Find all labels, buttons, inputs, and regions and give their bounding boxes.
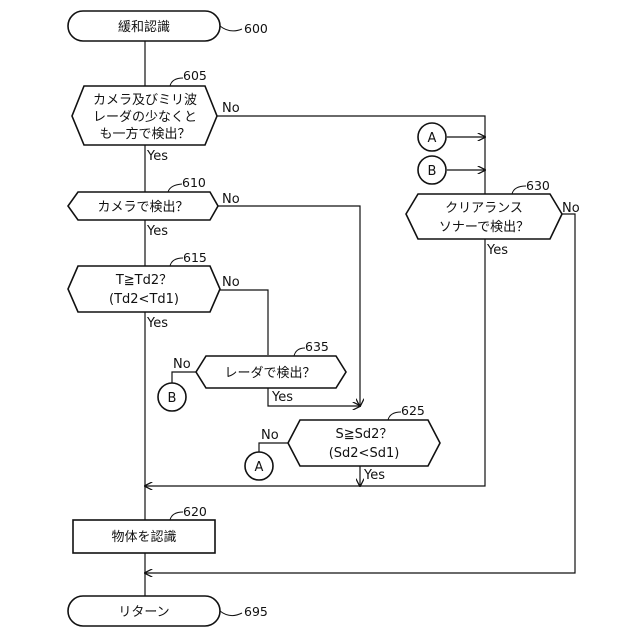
ref-615: 615 <box>183 250 207 265</box>
svg-text:B: B <box>168 391 177 406</box>
end-terminal: リターン 695 <box>68 596 268 626</box>
connector-a-bottom: A <box>245 452 273 480</box>
svg-text:A: A <box>255 460 264 475</box>
d615-yes: Yes <box>146 316 168 331</box>
d615-line2: (Td2<Td1) <box>109 292 179 307</box>
d630-line1: クリアランス <box>445 201 523 216</box>
d625-line2: (Sd2<Sd1) <box>329 446 400 461</box>
decision-605: カメラ及びミリ波 レーダの少なくと も一方で検出？ 605 No Yes <box>72 68 240 164</box>
d630-no: No <box>562 201 580 216</box>
d615-no: No <box>222 275 240 290</box>
start-terminal: 緩和認識 600 <box>68 11 268 41</box>
d605-line3: も一方で検出？ <box>99 126 190 142</box>
decision-630: クリアランス ソナーで検出？ 630 No Yes <box>406 178 580 258</box>
decision-635: レーダで検出？ 635 No Yes <box>173 339 346 405</box>
d635-no: No <box>173 357 191 372</box>
decision-610: カメラで検出？ 610 No Yes <box>68 175 240 239</box>
ref-600: 600 <box>244 21 268 36</box>
d630-line2: ソナーで検出？ <box>439 220 529 235</box>
ref-605: 605 <box>183 68 207 83</box>
d615-line1: T≧Td2？ <box>115 273 172 288</box>
connector-b-top: B <box>418 156 446 184</box>
p620-label: 物体を認識 <box>111 529 176 545</box>
d625-yes: Yes <box>363 468 385 483</box>
d605-line2: レーダの少なくと <box>93 110 197 125</box>
d625-line1: S≧Sd2？ <box>336 427 393 442</box>
d610-label: カメラで検出？ <box>97 200 188 215</box>
connector-b-bottom: B <box>158 383 186 411</box>
svg-text:A: A <box>428 131 437 146</box>
d610-yes: Yes <box>146 224 168 239</box>
d610-no: No <box>222 192 240 207</box>
ref-625: 625 <box>401 403 425 418</box>
ref-695: 695 <box>244 604 268 619</box>
d630-yes: Yes <box>486 243 508 258</box>
d605-no: No <box>222 101 240 116</box>
d635-label: レーダで検出？ <box>224 366 315 381</box>
end-label: リターン <box>118 605 169 620</box>
process-620: 物体を認識 620 <box>73 504 215 553</box>
ref-610: 610 <box>182 175 206 190</box>
svg-text:B: B <box>428 164 437 179</box>
d635-yes: Yes <box>271 390 293 405</box>
connector-a-top: A <box>418 123 446 151</box>
decision-615: T≧Td2？ (Td2<Td1) 615 No Yes <box>68 250 240 331</box>
d605-line1: カメラ及びミリ波 <box>93 93 197 108</box>
start-label: 緩和認識 <box>118 19 170 35</box>
ref-630: 630 <box>526 178 550 193</box>
d625-no: No <box>261 428 279 443</box>
ref-635: 635 <box>305 339 329 354</box>
decision-625: S≧Sd2？ (Sd2<Sd1) 625 No Yes <box>261 403 440 483</box>
d605-yes: Yes <box>146 149 168 164</box>
ref-620: 620 <box>183 504 207 519</box>
